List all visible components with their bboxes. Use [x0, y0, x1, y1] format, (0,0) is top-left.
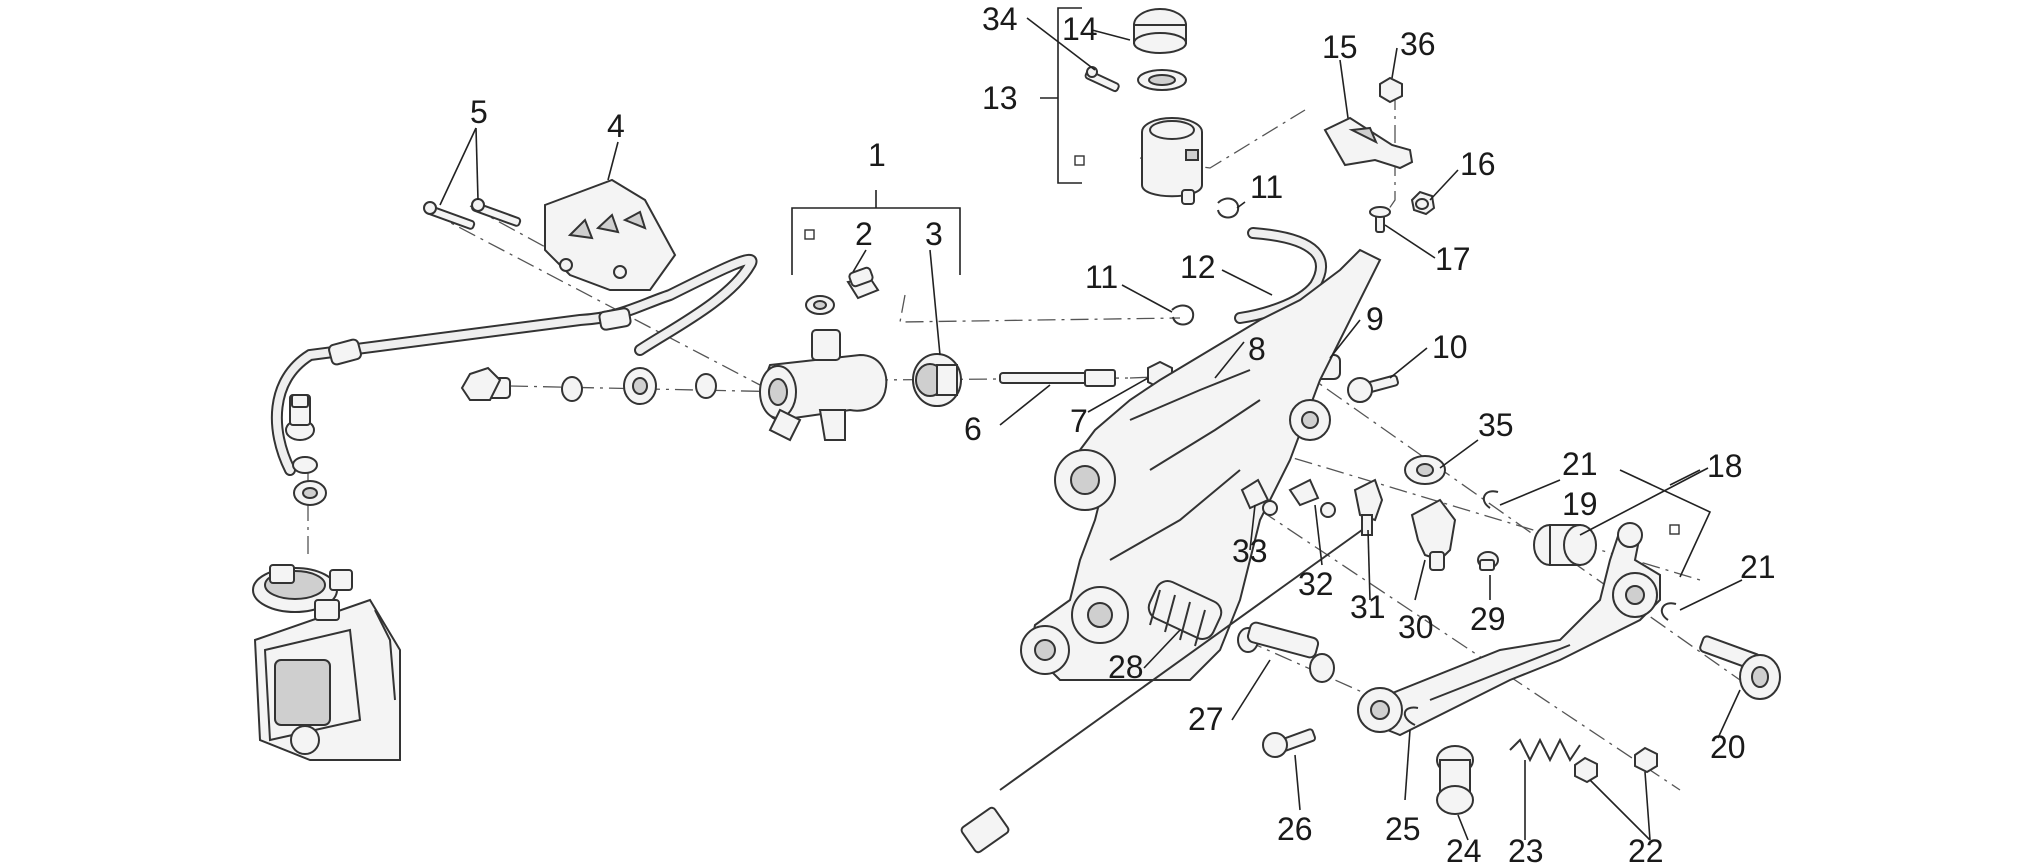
- callout-2: 2: [855, 216, 873, 252]
- callout-1: 1: [868, 137, 886, 173]
- callout-26: 26: [1277, 811, 1313, 847]
- callout-11a: 11: [1250, 169, 1283, 205]
- callout-10: 10: [1432, 329, 1468, 365]
- callout-34: 34: [982, 1, 1018, 37]
- callout-7: 7: [1070, 403, 1088, 439]
- callout-21b: 21: [1740, 549, 1776, 585]
- callout-16: 16: [1460, 146, 1496, 182]
- callout-18: 18: [1707, 448, 1743, 484]
- leader-lines: [439, 17, 1743, 841]
- bracket-and-bolts: [423, 178, 677, 291]
- callout-28: 28: [1108, 649, 1144, 685]
- abs-modulator-unit: [252, 564, 401, 761]
- callout-23: 23: [1508, 833, 1544, 868]
- brake-light-switch-parts: [960, 455, 1499, 854]
- callout-36: 36: [1400, 26, 1436, 62]
- brake-hose-assembly: [270, 253, 758, 506]
- callout-20: 20: [1710, 729, 1746, 765]
- footrest-plate: [1020, 248, 1382, 681]
- assembly-axis-lines: [307, 92, 1741, 791]
- brake-pedal-lever: [1147, 490, 1781, 815]
- rear-brake-master-cylinder: [759, 229, 1399, 442]
- callout-21a: 21: [1562, 446, 1598, 482]
- callout-3: 3: [925, 216, 943, 252]
- callout-8: 8: [1248, 331, 1266, 367]
- callout-22: 22: [1628, 833, 1664, 868]
- callout-24: 24: [1446, 833, 1482, 868]
- callout-17: 17: [1435, 241, 1471, 277]
- callout-9: 9: [1366, 301, 1384, 337]
- callout-6: 6: [964, 411, 982, 447]
- callout-32: 32: [1298, 566, 1334, 602]
- reservoir-hose: [1171, 227, 1328, 326]
- callout-14: 14: [1062, 11, 1098, 47]
- brake-fluid-reservoir: [1074, 8, 1240, 219]
- callout-11b: 11: [1085, 259, 1118, 295]
- callout-35: 35: [1478, 407, 1514, 443]
- callout-12: 12: [1180, 249, 1216, 285]
- callout-27: 27: [1188, 701, 1224, 737]
- reservoir-bracket: [1323, 76, 1436, 233]
- callout-15: 15: [1322, 29, 1358, 65]
- callout-labels: 1 2 3 4 5 6 7 8 9 10 11 11 12 13 14 15 1…: [470, 1, 1776, 868]
- callout-19: 19: [1562, 486, 1598, 522]
- callout-25: 25: [1385, 811, 1421, 847]
- callout-31: 31: [1350, 589, 1386, 625]
- callout-33: 33: [1232, 533, 1268, 569]
- callout-5: 5: [470, 94, 488, 130]
- callout-4: 4: [607, 108, 625, 144]
- callout-29: 29: [1470, 601, 1506, 637]
- group-brackets: [791, 7, 1712, 578]
- callout-30: 30: [1398, 609, 1434, 645]
- callout-13: 13: [982, 80, 1018, 116]
